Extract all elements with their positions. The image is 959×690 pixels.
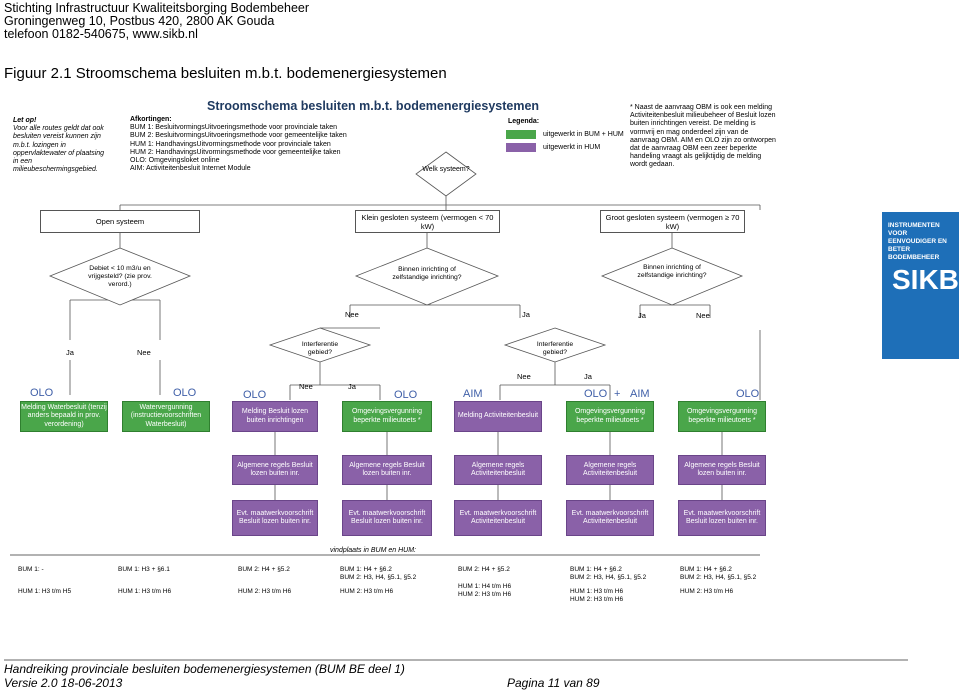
label-nee: Nee xyxy=(517,372,531,381)
legend-swatch-green xyxy=(506,130,536,139)
outcome-maatwerkvoorschrift: Evt. maatwerkvoorschrift Besluit lozen b… xyxy=(232,500,318,536)
logo-tagline: INSTRUMENTEN VOOR EENVOUDIGER EN BETER B… xyxy=(888,222,947,261)
outcome-melding-waterbesluit: Melding Waterbesluit (tenzij anders bepa… xyxy=(20,401,108,432)
welk-systeem-diamond xyxy=(415,151,477,197)
label-ja: Ja xyxy=(348,382,356,391)
footer-version: Versie 2.0 18-06-2013 xyxy=(4,676,123,690)
portal-plus: + xyxy=(614,388,621,400)
logo-brand: SIKB xyxy=(892,264,959,295)
hum-cell: HUM 2: H3 t/m H6 xyxy=(340,588,394,595)
abbr-item: HUM 2: HandhavingsUitvormingsmethode voo… xyxy=(130,148,341,156)
hum-cell: HUM 1: H4 t/m H6 HUM 2: H3 t/m H6 xyxy=(458,583,512,598)
diagram-title: Stroomschema besluiten m.b.t. bodemenerg… xyxy=(207,99,540,113)
outcome-algemene-regels: Algemene regels Activiteitenbesluit xyxy=(454,455,542,485)
legend-swatch-purple xyxy=(506,143,536,152)
portal-label: OLO xyxy=(394,389,418,401)
abbr-item: AIM: Activiteitenbesluit Internet Module xyxy=(130,165,251,173)
interf2-diamond xyxy=(503,327,607,363)
outcome-watervergunning: Watervergunning (instructievoorschriften… xyxy=(122,401,210,432)
label-ja: Ja xyxy=(66,348,74,357)
abbr-item: HUM 1: HandhavingsUitvormingsmethode voo… xyxy=(130,140,331,148)
hum-cell: HUM 1: H3 t/m H5 xyxy=(18,588,72,595)
header-line-2: Groningenweg 10, Postbus 420, 2800 AK Go… xyxy=(4,14,275,28)
label-nee: Nee xyxy=(299,382,313,391)
outcome-algemene-regels: Algemene regels Besluit lozen buiten inr… xyxy=(678,455,766,485)
bum-cell: BUM 1: - xyxy=(18,566,44,573)
abbr-item: BUM 1: BesluitvormingsUitvoeringsmethode… xyxy=(130,124,337,132)
outcome-algemene-regels: Algemene regels Besluit lozen buiten inr… xyxy=(342,455,432,485)
open-system-box: Open systeem xyxy=(40,210,200,233)
label-nee: Nee xyxy=(345,310,359,319)
legend-title: Legenda: xyxy=(508,118,540,125)
outcome-algemene-regels: Algemene regels Activiteitenbesluit xyxy=(566,455,654,485)
note-right: * Naast de aanvraag OBM is ook een meldi… xyxy=(630,104,776,169)
outcome-omgevingsvergunning: Omgevingsvergunning beperkte milieutoets… xyxy=(678,401,766,432)
outcome-maatwerkvoorschrift: Evt. maatwerkvoorschrift Besluit lozen b… xyxy=(678,500,766,536)
label-ja: Ja xyxy=(638,311,646,320)
header-line-1: Stichting Infrastructuur Kwaliteitsborgi… xyxy=(4,1,310,15)
outcome-maatwerkvoorschrift: Evt. maatwerkvoorschrift Besluit lozen b… xyxy=(342,500,432,536)
note-left-title: Let op! xyxy=(13,117,37,124)
hum-cell: HUM 2: H3 t/m H6 xyxy=(238,588,292,595)
interf1-diamond xyxy=(268,327,372,363)
abbreviations: Afkortingen: BUM 1: BesluitvormingsUitvo… xyxy=(130,116,390,173)
welk-systeem-label: Welk systeem? xyxy=(422,166,470,173)
binnen2-diamond xyxy=(600,247,744,306)
portal-label: AIM xyxy=(463,388,483,400)
bum-cell: BUM 1: H4 + §6.2 BUM 2: H3, H4, §5.1, §5… xyxy=(570,566,647,581)
abbreviations-title: Afkortingen: xyxy=(130,116,172,123)
debiet-diamond xyxy=(48,247,192,306)
hum-cell: HUM 1: H3 t/m H6 xyxy=(118,588,172,595)
question-interf-2: Interferentie gebied? xyxy=(536,341,574,356)
note-left: Let op! Voor alle routes geldt dat ook b… xyxy=(13,117,111,174)
bum-cell: BUM 2: H4 + §5.2 xyxy=(458,566,510,573)
outcome-omgevingsvergunning: Omgevingsvergunning beperkte milieutoets… xyxy=(342,401,432,432)
bum-cell: BUM 1: H4 + §6.2 BUM 2: H3, H4, §5.1, §5… xyxy=(680,566,757,581)
abbr-item: BUM 2: BesluitvormingsUitvoeringsmethode… xyxy=(130,132,347,140)
question-debiet: Debiet < 10 m3/u en vrijgesteld? (zie pr… xyxy=(88,265,152,288)
legend-label-purple: uitgewerkt in HUM xyxy=(543,144,601,151)
note-left-text: Voor alle routes geldt dat ook besluiten… xyxy=(13,125,105,174)
bum-cell: BUM 1: H4 + §6.2 BUM 2: H3, H4, §5.1, §5… xyxy=(340,566,417,581)
label-ja: Ja xyxy=(584,372,592,381)
question-binnen-1: Binnen inrichting of zelfstandige inrich… xyxy=(392,266,462,281)
footer-page: Pagina 11 van 89 xyxy=(507,676,600,690)
outcome-algemene-regels: Algemene regels Besluit lozen buiten inr… xyxy=(232,455,318,485)
question-binnen-2: Binnen inrichting of zelfstandige inrich… xyxy=(637,264,707,279)
outcome-maatwerkvoorschrift: Evt. maatwerkvoorschrift Activiteitenbes… xyxy=(454,500,542,536)
portal-label: OLO xyxy=(243,389,267,401)
label-nee: Nee xyxy=(137,348,151,357)
label-ja: Ja xyxy=(522,310,530,319)
header-line-3: telefoon 0182-540675, www.sikb.nl xyxy=(4,27,198,41)
portal-label: OLO xyxy=(30,387,54,399)
outcome-melding-besluit-lozen: Melding Besluit lozen buiten inrichtinge… xyxy=(232,401,318,432)
outcome-melding-activiteitenbesluit: Melding Activiteitenbesluit xyxy=(454,401,542,432)
legend-label-green: uitgewerkt in BUM + HUM xyxy=(543,131,624,138)
outcome-omgevingsvergunning: Omgevingsvergunning beperkte milieutoets… xyxy=(566,401,654,432)
portal-label: AIM xyxy=(630,388,650,400)
hum-cell: HUM 2: H3 t/m H6 xyxy=(680,588,734,595)
question-interf-1: Interferentie gebied? xyxy=(301,341,339,356)
abbr-item: OLO: Omgevingsloket online xyxy=(130,157,220,165)
figure-caption: Figuur 2.1 Stroomschema besluiten m.b.t.… xyxy=(4,65,447,82)
sikb-logo: INSTRUMENTEN VOOR EENVOUDIGER EN BETER B… xyxy=(882,212,959,359)
portal-label: OLO xyxy=(584,388,608,400)
klein-system-box: Klein gesloten systeem (vermogen < 70 kW… xyxy=(355,210,500,233)
hum-cell: HUM 1: H3 t/m H6 HUM 2: H3 t/m H6 xyxy=(570,588,624,603)
bum-cell: BUM 1: H3 + §6.1 xyxy=(118,566,170,573)
outcome-maatwerkvoorschrift: Evt. maatwerkvoorschrift Activiteitenbes… xyxy=(566,500,654,536)
label-nee: Nee xyxy=(696,311,710,320)
groot-system-box: Groot gesloten systeem (vermogen ≥ 70 kW… xyxy=(600,210,745,233)
bum-cell: BUM 2: H4 + §5.2 xyxy=(238,566,290,573)
portal-label: OLO xyxy=(173,387,197,399)
portal-label: OLO xyxy=(736,388,760,400)
footer-title: Handreiking provinciale besluiten bodeme… xyxy=(4,662,405,676)
bum-table-title: vindplaats in BUM en HUM: xyxy=(330,547,416,554)
binnen1-diamond xyxy=(354,247,500,306)
